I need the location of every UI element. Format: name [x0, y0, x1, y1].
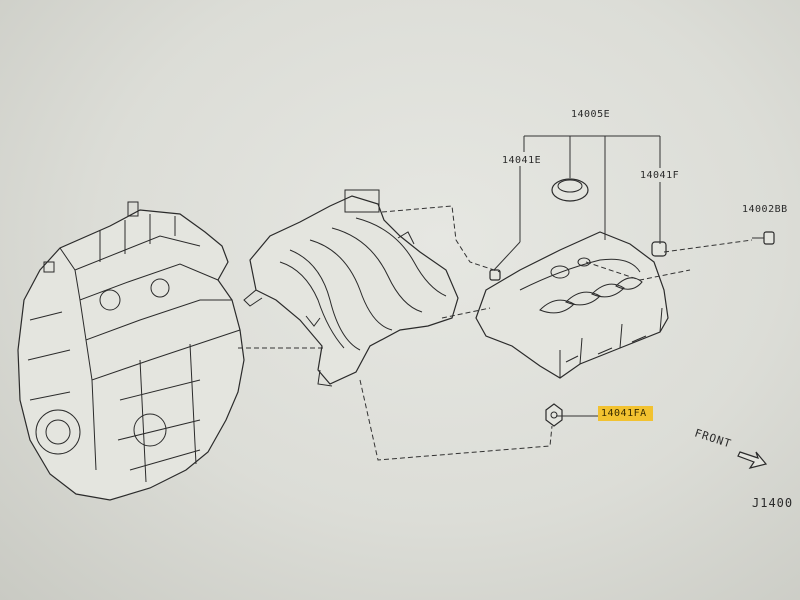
label-assembly: 14005E — [571, 109, 611, 120]
front-arrow-icon — [737, 451, 768, 469]
intake-manifold — [243, 189, 459, 387]
oil-cap — [551, 178, 589, 202]
nut — [545, 403, 563, 427]
assembly-lines — [238, 205, 753, 461]
label-right-part: 14041F — [640, 170, 680, 181]
diagram-ref: J1400 — [752, 496, 794, 510]
engine-block — [17, 201, 245, 501]
grommet-right — [651, 241, 667, 257]
label-left-part: 14041E — [502, 155, 542, 166]
engine-cover — [475, 231, 669, 379]
label-bolt: 14002BB — [742, 204, 788, 215]
bolt — [752, 231, 775, 245]
label-highlighted-part: 14041FA — [598, 406, 653, 421]
leader-lines — [493, 135, 661, 417]
